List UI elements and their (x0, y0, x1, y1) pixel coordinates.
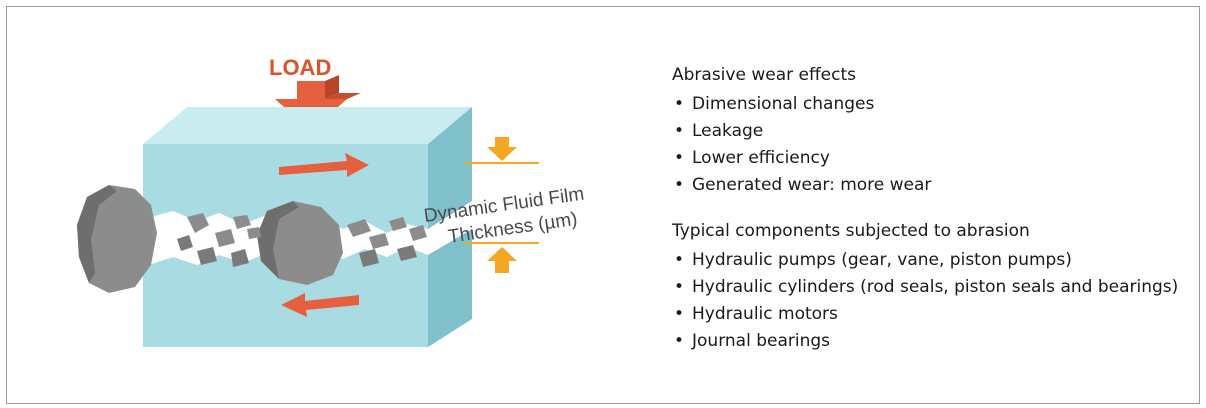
upper-motion-arrow (279, 153, 369, 177)
list-item: •Generated wear: more wear (672, 172, 1192, 199)
upper-block (143, 107, 472, 233)
figure-frame: LOAD (6, 6, 1200, 404)
film-thickness-indicator (465, 137, 539, 273)
film-bottom-arrow-icon (487, 247, 517, 273)
bullet-icon: • (674, 277, 685, 297)
components-list: •Hydraulic pumps (gear, vane, piston pum… (672, 247, 1192, 355)
list-item: •Lower efficiency (672, 145, 1192, 172)
bullet-icon: • (674, 250, 685, 270)
lower-block (143, 229, 472, 347)
section-title-abrasive-effects: Abrasive wear effects (672, 65, 857, 85)
load-label: LOAD (269, 55, 331, 80)
bullet-icon: • (674, 175, 685, 195)
film-top-arrow-icon (487, 137, 517, 161)
wear-illustration: LOAD (77, 55, 586, 347)
list-item: •Leakage (672, 118, 1192, 145)
bullet-icon: • (674, 121, 685, 141)
lower-motion-arrow (281, 293, 359, 317)
wear-particles (77, 185, 427, 293)
list-item: •Hydraulic pumps (gear, vane, piston pum… (672, 247, 1192, 274)
section-title-components: Typical components subjected to abrasion (672, 221, 1030, 241)
wear-info-text: Abrasive wear effects •Dimensional chang… (672, 63, 1192, 355)
bullet-icon: • (674, 94, 685, 114)
bullet-icon: • (674, 304, 685, 324)
load-arrow (275, 75, 361, 131)
abrasive-effects-list: •Dimensional changes •Leakage •Lower eff… (672, 91, 1192, 199)
bullet-icon: • (674, 148, 685, 168)
list-item: •Hydraulic cylinders (rod seals, piston … (672, 274, 1192, 301)
list-item: •Journal bearings (672, 328, 1192, 355)
abrasive-wear-diagram: LOAD (47, 29, 647, 389)
list-item: •Dimensional changes (672, 91, 1192, 118)
list-item: •Hydraulic motors (672, 301, 1192, 328)
bullet-icon: • (674, 331, 685, 351)
